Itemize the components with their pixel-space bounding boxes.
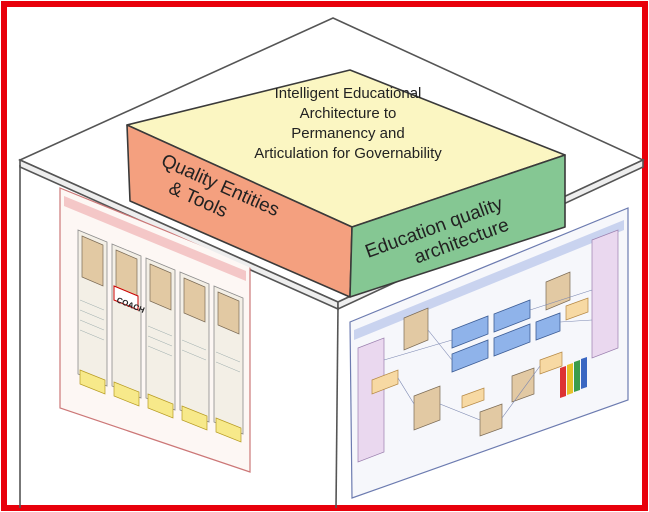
text-line (215, 361, 241, 373)
core-block (451, 339, 489, 373)
poster-left-box (183, 277, 206, 323)
poster-left-boxes (81, 235, 240, 335)
poster-right-note (539, 351, 563, 375)
text-line (181, 339, 207, 351)
poster-right-note (565, 297, 589, 321)
color-bar (560, 366, 566, 398)
poster-right-bars (560, 357, 587, 398)
poster-left-box (149, 263, 172, 311)
connector (397, 377, 415, 405)
poster-left-note (147, 393, 174, 419)
poster-right-box (511, 367, 535, 403)
core-block (535, 312, 561, 341)
connector (559, 319, 593, 323)
core-block (493, 299, 531, 333)
text-line (79, 329, 105, 341)
poster-right-boxes (403, 271, 571, 437)
right-face (349, 154, 566, 298)
poster-right-box (479, 403, 503, 437)
poster-right-core-blocks (451, 299, 561, 373)
top-face-line-4: Articulation for Governability (254, 145, 442, 162)
outer-box-edge-center (335, 306, 339, 509)
poster-right (349, 207, 629, 499)
top-face-line-3: Permanency and (291, 125, 404, 142)
connector (501, 365, 541, 419)
poster-right-left-panel (357, 337, 385, 463)
poster-left-box (217, 291, 240, 335)
color-bar (581, 357, 587, 389)
text-line (147, 335, 173, 347)
poster-left-notes (79, 369, 242, 443)
text-line (79, 319, 105, 331)
connector (427, 329, 453, 361)
text-line (79, 299, 105, 311)
poster-right-right-panel (591, 229, 619, 359)
core-block (493, 323, 531, 357)
top-face-line-1: Intelligent Educational (275, 85, 422, 102)
poster-left-note (113, 381, 140, 407)
core-block (451, 315, 489, 349)
poster-right-header (354, 220, 624, 340)
poster-right-connectors (383, 289, 593, 421)
poster-right-note (461, 387, 485, 409)
poster-left-box (81, 235, 104, 287)
connector (383, 339, 453, 361)
poster-left-header (64, 196, 246, 281)
connector (439, 403, 481, 421)
poster-right-notes (371, 297, 589, 409)
poster-left-coach-badge (113, 285, 139, 311)
poster-left-note (79, 369, 106, 395)
color-bar (574, 360, 580, 392)
color-bar (567, 363, 573, 395)
text-line (215, 351, 241, 363)
connector (529, 289, 593, 311)
text-line (79, 309, 105, 321)
poster-left-note (215, 417, 242, 443)
poster-right-box (403, 307, 429, 351)
poster-left: COACH (59, 187, 251, 473)
top-face-text: Intelligent Educational Architecture to … (254, 85, 442, 162)
text-line (147, 325, 173, 337)
poster-right-box (545, 271, 571, 311)
top-face-line-2: Architecture to (300, 105, 397, 122)
text-line (181, 349, 207, 361)
poster-left-text-lines (79, 299, 241, 373)
poster-right-note (371, 369, 399, 395)
poster-right-box (413, 385, 441, 431)
text-line (147, 345, 173, 357)
inner-block (126, 69, 566, 298)
poster-left-note (181, 405, 208, 431)
